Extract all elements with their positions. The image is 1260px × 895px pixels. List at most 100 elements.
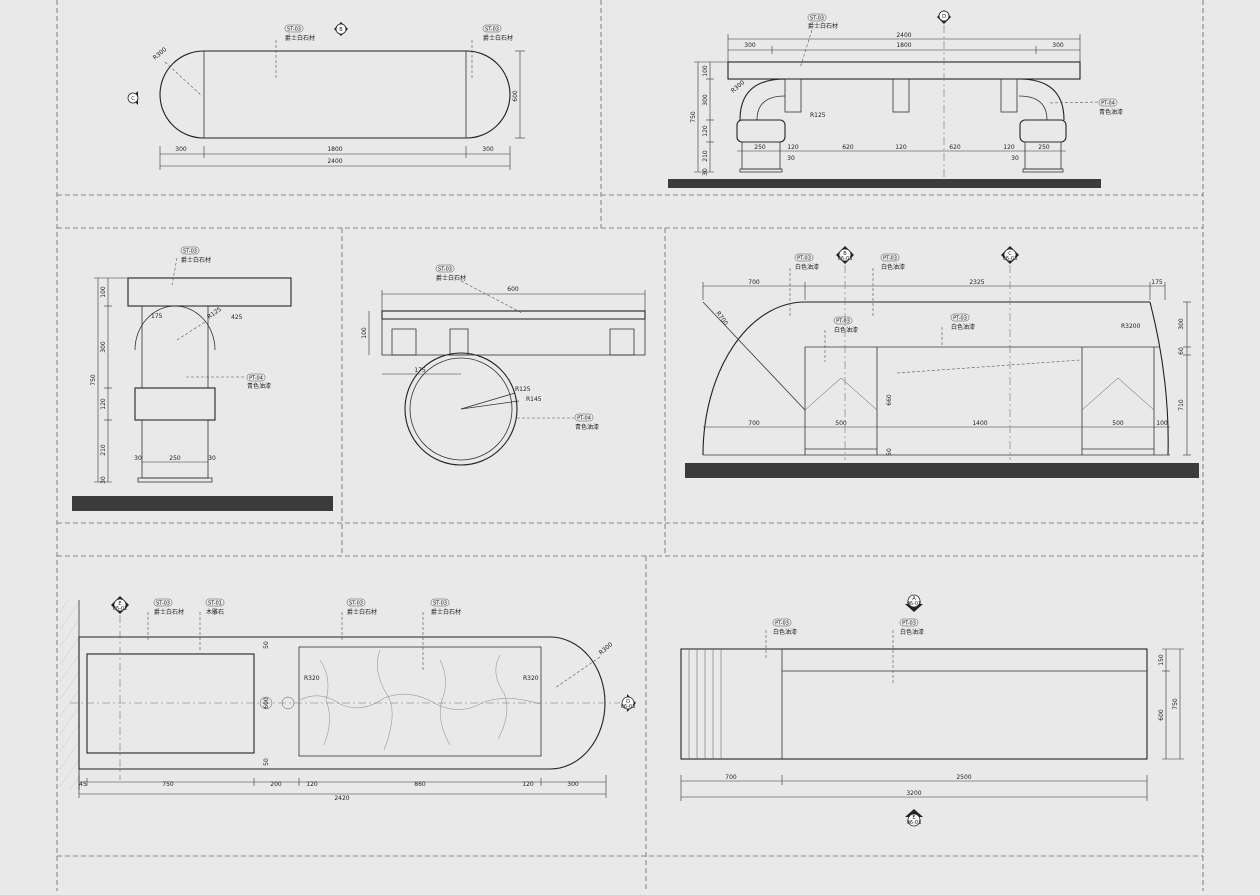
plan2-radius-3: R320 (523, 675, 539, 682)
front-bdim-1: 250 (754, 144, 766, 151)
plan-dim-depth: 600 (512, 90, 519, 102)
elevE-tag-2: PT-03 (902, 621, 916, 627)
plan2-dim-1: 45 (79, 781, 87, 788)
plan2-tag-4: ST-03 (433, 601, 447, 607)
elevE-dim-700: 700 (725, 774, 737, 781)
section-label-2: 青色油漆 (575, 423, 599, 431)
elevE-tag-1: PT-03 (775, 621, 789, 627)
large-bdim-1: 700 (748, 420, 760, 427)
svg-text:06-03: 06-03 (1003, 256, 1018, 262)
side-dim-425: 425 (231, 314, 243, 321)
plan2-side-1: 50 (263, 641, 270, 649)
front-hdim-3: 120 (702, 125, 709, 137)
plan2-tag-1: ST-03 (156, 601, 170, 607)
plan-dim-mid: 1800 (327, 146, 342, 153)
front-dim-overall: 2400 (896, 32, 911, 39)
svg-text:A: A (912, 596, 916, 602)
front-dim-left: 300 (744, 42, 756, 49)
front-dim-right: 300 (1052, 42, 1064, 49)
section-dim-600: 600 (507, 286, 519, 293)
side-dim-r125: R125 (206, 306, 223, 321)
section-marker-c-2: C 06-03 (1001, 246, 1019, 264)
plan2-dim-4: 120 (306, 781, 318, 788)
large-bdim-2: 500 (835, 420, 847, 427)
side-hdim-2: 300 (100, 341, 107, 353)
section-marker-b-2: B 06-03 (836, 246, 854, 264)
front-bdim-2: 120 (787, 144, 799, 151)
plan2-radius-2: R320 (304, 675, 320, 682)
svg-text:D: D (626, 699, 630, 705)
plan2-side-3: 50 (263, 758, 270, 766)
front-label-1: 爵士白石材 (808, 22, 838, 30)
large-tag-4: PT-03 (953, 316, 967, 322)
front-bdim-6: 120 (1003, 144, 1015, 151)
front-hdim-2: 300 (702, 94, 709, 106)
plan2-radius-1: R300 (598, 641, 615, 657)
plan-dim-right: 300 (482, 146, 494, 153)
large-tdim-1: 700 (748, 279, 760, 286)
elevE-dim-2500: 2500 (956, 774, 971, 781)
elevation-e-view: 700 2500 3200 150 600 750 PT-03 白色油漆 PT-… (680, 594, 1184, 827)
elevE-label-1: 白色油漆 (773, 628, 797, 636)
svg-text:C: C (131, 96, 135, 102)
front-dim-mid: 1800 (896, 42, 911, 49)
plan2-label-1: 爵士白石材 (154, 608, 184, 616)
plan2-overall: 2420 (334, 795, 349, 802)
plan2-dim-2: 750 (162, 781, 174, 788)
front-bdim-7: 250 (1038, 144, 1050, 151)
svg-text:06-03: 06-03 (621, 704, 636, 710)
svg-text:06-03: 06-03 (907, 820, 922, 826)
side-dim-175: 175 (151, 313, 163, 320)
section-marker-e: E 06-02 (111, 596, 129, 614)
side-dim-30a: 30 (134, 455, 142, 462)
plan-label-1: 爵士白石材 (285, 34, 315, 42)
plan2-dim-3: 200 (270, 781, 282, 788)
large-tag-1: PT-03 (797, 256, 811, 262)
front-bdim-3: 620 (842, 144, 854, 151)
large-radius-1: R700 (714, 310, 729, 327)
plan2-dim-5: 860 (414, 781, 426, 788)
large-bdim-5: 100 (1156, 420, 1168, 427)
side-dim-30b: 30 (208, 455, 216, 462)
front-gap-2: 30 (1011, 155, 1019, 162)
large-label-1: 白色油漆 (795, 263, 819, 271)
front-hdim-1: 100 (702, 65, 709, 77)
large-tag-3: PT-03 (836, 319, 850, 325)
svg-text:C: C (1008, 251, 1012, 257)
section-marker-a: A 06-03 (905, 594, 923, 612)
svg-text:B: B (843, 251, 847, 257)
elevE-hdim-3: 750 (1172, 698, 1179, 710)
plan-tag-1: ST-03 (287, 27, 301, 33)
front-small-radius: R125 (810, 112, 826, 119)
plan2-label-4: 爵士白石材 (431, 608, 461, 616)
svg-text:06-03: 06-03 (838, 256, 853, 262)
section-label-1: 爵士白石材 (436, 274, 466, 282)
side-overall-height: 750 (90, 374, 97, 386)
large-bdim-4: 500 (1112, 420, 1124, 427)
front-hdim-5: 30 (702, 168, 709, 176)
section-dim-r145: R145 (526, 396, 542, 403)
elevE-hdim-1: 150 (1158, 654, 1165, 666)
side-label-2: 青色油漆 (247, 382, 271, 390)
sheet-frames (56, 0, 1204, 891)
section-view: 600 100 175 R125 R145 ST-03 爵士白石材 PT-04 … (361, 264, 646, 466)
front-overall-height: 750 (690, 111, 697, 123)
large-bdim-3: 1400 (972, 420, 987, 427)
front-hdim-4: 210 (702, 150, 709, 162)
plan2-tag-3: ST-03 (349, 601, 363, 607)
plan-radius: R300 (152, 46, 169, 62)
section-dim-100: 100 (361, 327, 368, 339)
plan-dim-left: 300 (175, 146, 187, 153)
front-tag-2: PT-04 (1101, 101, 1115, 107)
plan-label-2: 爵士白石材 (483, 34, 513, 42)
large-hdim-1: 300 (1178, 318, 1185, 330)
plan2-label-2: 木雕石 (206, 608, 224, 616)
plan-two-view: 45 750 200 120 860 120 300 2420 50 600 5… (60, 596, 636, 802)
side-label-1: 爵士白石材 (181, 256, 211, 264)
section-marker-c: C (127, 91, 139, 105)
section-marker-d: D (937, 10, 951, 24)
plan2-label-3: 爵士白石材 (347, 608, 377, 616)
svg-text:D: D (942, 14, 946, 20)
front-bdim-4: 120 (895, 144, 907, 151)
